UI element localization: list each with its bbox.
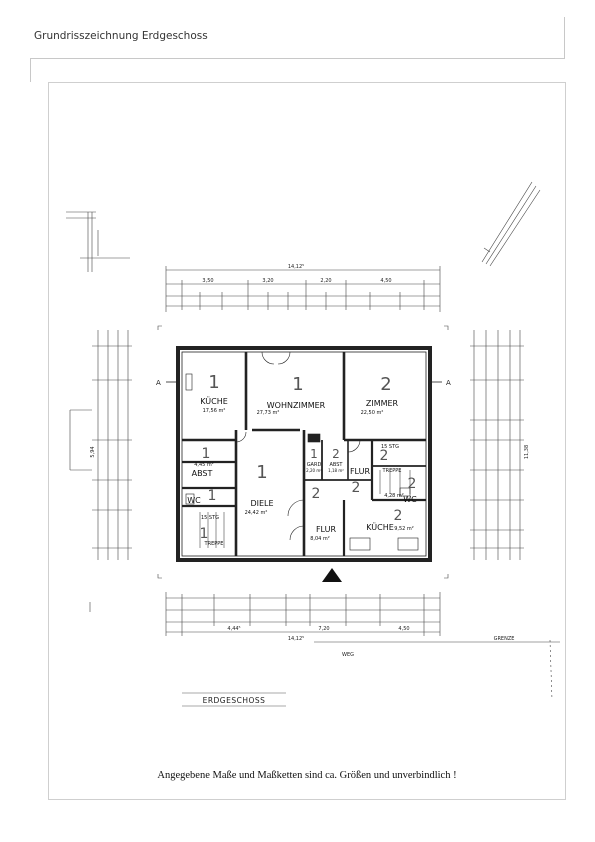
north-arrow-icon <box>481 181 541 267</box>
plan-frame <box>48 82 566 800</box>
room-name-diele: DIELE <box>250 499 273 508</box>
room-area-kueche-right: 9,52 m² <box>394 526 414 532</box>
dim-bottom-total: 14,12⁵ <box>288 636 304 642</box>
building-walls <box>176 346 432 562</box>
dimension-chain-bottom <box>165 592 441 636</box>
dim-right-total: 11,38 <box>524 445 530 459</box>
page-title: Grundrisszeichnung Erdgeschoss <box>34 30 208 42</box>
room-name-kueche-left: KÜCHE <box>200 396 228 406</box>
room-num-abst-left: 1 <box>202 446 211 462</box>
room-num-wohnzimmer: 1 <box>292 374 303 395</box>
dimension-chain-top <box>165 266 441 312</box>
dimension-chain-right <box>470 330 524 560</box>
room-name-flur-top: FLUR <box>350 467 371 476</box>
dim-bottom-seg-1: 7,20 <box>318 626 329 632</box>
room-num-abst-mid: 2 <box>332 447 340 461</box>
header-divider-vertical <box>564 17 565 58</box>
disclaimer-text: Angegebene Maße und Maßketten sind ca. G… <box>157 770 457 781</box>
room-name-treppe-right: TREPPE <box>382 468 402 474</box>
room-name-wohnzimmer: WOHNZIMMER <box>267 401 326 410</box>
section-marker-left: A <box>156 379 161 387</box>
detail-section-left <box>66 211 130 272</box>
dim-top-seg-3: 4,50 <box>380 278 391 284</box>
room-num-kueche-right: 2 <box>394 508 403 524</box>
room-num-zimmer: 2 <box>380 374 391 395</box>
dim-top-total: 14,12⁵ <box>288 264 304 270</box>
dim-bottom-seg-0: 4,44⁵ <box>227 626 240 632</box>
dim-top-seg-0: 3,50 <box>202 278 213 284</box>
room-area-wohnzimmer: 27,73 m² <box>257 410 280 416</box>
room-area-diele: 24,42 m² <box>245 510 268 516</box>
room-area-treppe-right: 15 STG <box>381 444 399 450</box>
label-grenze: GRENZE <box>494 636 515 642</box>
room-num-wc-right: 2 <box>408 476 417 492</box>
room-area-zimmer: 22,50 m² <box>361 410 384 416</box>
room-num-treppe-left: 1 <box>200 526 209 542</box>
dim-top-seg-1: 3,20 <box>262 278 273 284</box>
plan-caption: ERDGESCHOSS <box>203 696 266 705</box>
room-num-wc-left: 1 <box>208 488 217 504</box>
room-name-garo: GARD <box>307 462 322 468</box>
room-area-abst-mid: 1,18 m² <box>328 468 344 473</box>
room-name-abst-mid: ABST <box>330 462 344 468</box>
room-num-kueche-left: 1 <box>208 372 219 393</box>
dim-top-seg-2: 2,20 <box>320 278 331 284</box>
boundary-line-vertical <box>549 639 553 701</box>
room-num-treppe-right: 2 <box>380 448 389 464</box>
dimension-chain-left <box>69 330 132 560</box>
room-name-kueche-right: KÜCHE <box>366 522 394 532</box>
label-weg: WEG <box>342 652 354 658</box>
room-name-zimmer: ZIMMER <box>366 399 399 408</box>
room-name-flur-bottom: FLUR <box>316 525 337 534</box>
room-name-wc-left: WC <box>187 496 201 505</box>
room-area-garo: 2,20 m² <box>306 468 322 473</box>
entrance-arrow-icon <box>322 568 342 582</box>
room-name-treppe-left: TREPPE <box>204 541 224 547</box>
dim-left-total: 5,94 <box>90 446 96 457</box>
section-marker-right: A <box>446 379 451 387</box>
room-num-flur-top: 2 <box>352 480 361 496</box>
room-area-flur-bottom: 8,04 m² <box>310 536 330 542</box>
room-area-abst-left: 4,45 m² <box>194 462 214 468</box>
room-name-abst-left: ABST <box>192 469 213 478</box>
room-num-garo: 1 <box>310 447 318 461</box>
plan-caption-box: ERDGESCHOSS <box>182 692 286 707</box>
corner-markers <box>157 325 449 579</box>
room-name-wc-right: WC <box>403 495 417 504</box>
room-num-flur-bottom: 2 <box>312 486 321 502</box>
room-num-diele: 1 <box>256 462 267 483</box>
header-divider-corner <box>30 58 31 82</box>
room-area-kueche-left: 17,56 m² <box>203 408 226 414</box>
room-area-treppe-left: 15 STG <box>201 515 219 521</box>
header-divider-horizontal <box>30 58 565 59</box>
room-area-wc-right: 4,28 m² <box>384 493 404 499</box>
dim-bottom-seg-2: 4,50 <box>398 626 409 632</box>
